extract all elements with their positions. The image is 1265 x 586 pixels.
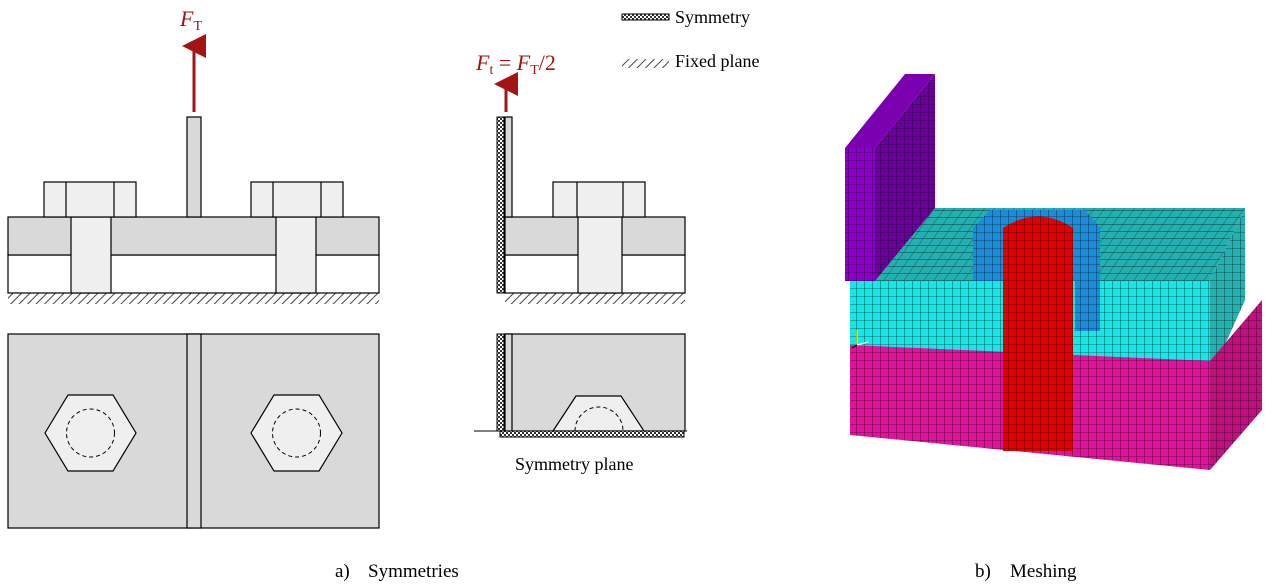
legend-symmetry-label: Symmetry	[675, 7, 750, 27]
caption-a-text: Symmetries	[368, 561, 459, 582]
full-joint-side-view: FT	[7, 6, 380, 304]
fe-mesh-model	[845, 74, 1262, 470]
right-hole-outline	[272, 408, 321, 458]
symmetry-plane-label: Symmetry plane	[515, 454, 633, 474]
fixed-plane-hatch	[8, 293, 379, 304]
legend-fixed-swatch	[622, 59, 669, 68]
top-plate	[7, 216, 380, 256]
legend-fixed-label: Fixed plane	[675, 51, 759, 71]
left-bolt-head	[43, 181, 137, 218]
mesh-web-top	[845, 74, 935, 148]
left-bolt-shank	[70, 216, 112, 294]
left-hole-outline	[66, 408, 115, 458]
caption-a-letter: a)	[335, 561, 350, 582]
half-model-plan-view: Symmetry plane	[474, 333, 687, 474]
full-joint-plan-view	[7, 333, 380, 529]
half-bolt-shank	[577, 216, 623, 294]
half-hole-outline	[574, 406, 624, 432]
right-hex-nut	[250, 394, 343, 472]
half-fixed-hatch	[505, 293, 685, 304]
left-hex-nut	[44, 394, 137, 472]
caption-b-text: Meshing	[1010, 561, 1077, 582]
axis-triad-z	[851, 344, 858, 349]
caption-b-letter: b)	[975, 561, 991, 582]
axis-triad-x	[856, 341, 869, 346]
legend-symmetry-swatch	[621, 13, 670, 21]
right-bolt-head	[250, 181, 344, 218]
plan-web	[186, 333, 202, 529]
half-web	[504, 116, 513, 218]
half-plan-web	[504, 333, 513, 432]
symmetry-boundary-horizontal	[499, 430, 685, 438]
t-stub-web	[186, 116, 202, 218]
force-label-ft: FT	[179, 6, 202, 34]
half-bolt-head	[552, 181, 646, 218]
right-bolt-shank	[275, 216, 317, 294]
symmetry-boundary-plan	[496, 333, 505, 432]
captions: a) Symmetries b) Meshing	[335, 561, 1077, 582]
bottom-plate	[7, 254, 380, 294]
force-label-half: Ft = FT/2	[475, 50, 556, 78]
symmetry-boundary-vertical	[496, 116, 505, 294]
half-model-side-view: Ft = FT/2	[475, 50, 686, 304]
legend: Symmetry Fixed plane	[621, 7, 759, 71]
